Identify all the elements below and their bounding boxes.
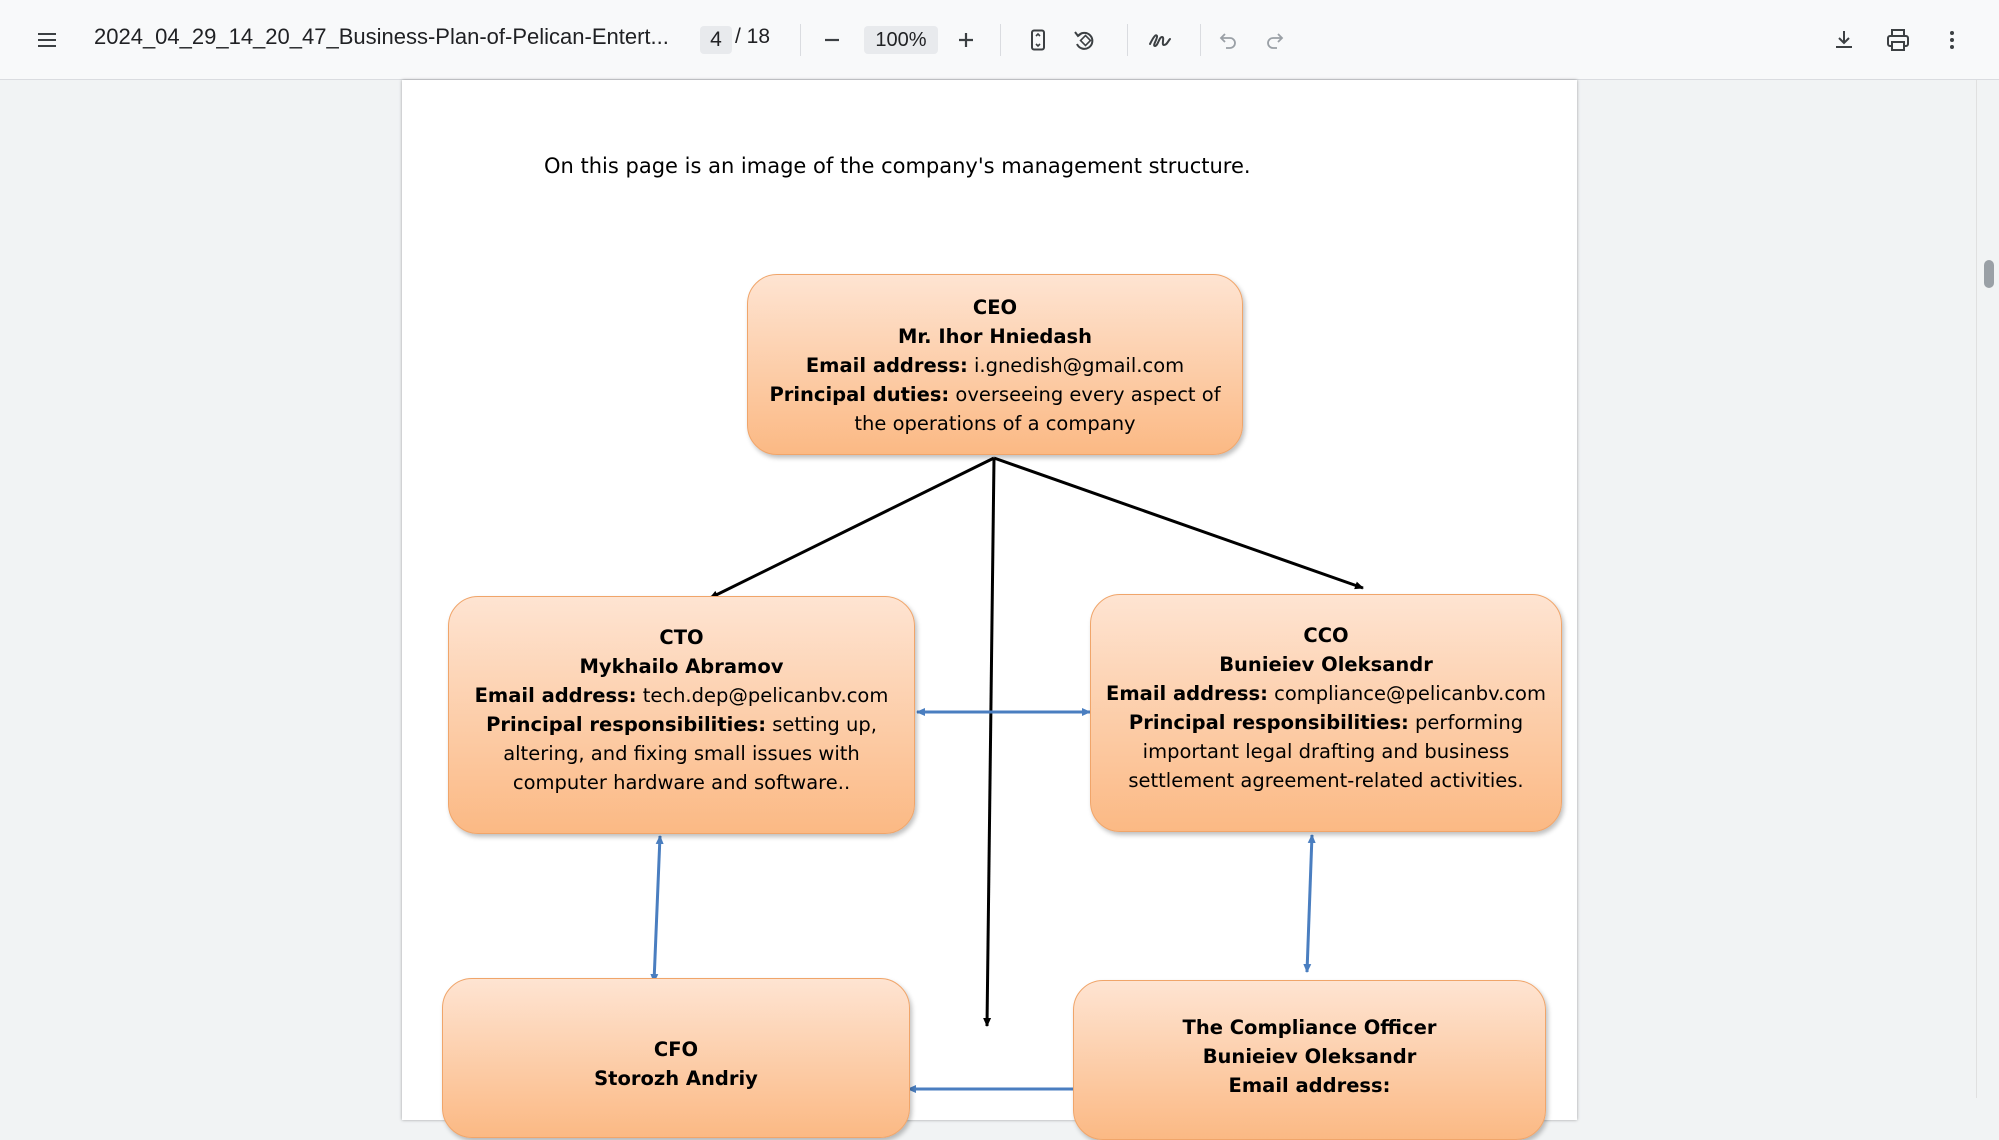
cco-email: compliance@pelicanbv.com <box>1267 682 1546 705</box>
pdf-page: On this page is an image of the company'… <box>402 80 1577 1140</box>
compliance-officer-name: Bunieiev Oleksandr <box>1202 1045 1417 1068</box>
ceo-duties: overseeing every aspect of the operation… <box>854 383 1221 435</box>
ceo-email: i.gnedish@gmail.com <box>967 354 1185 377</box>
ceo-down-arrow <box>983 457 996 1027</box>
toolbar-divider <box>1000 24 1001 56</box>
ceo-to-cco-arrow <box>993 456 1364 590</box>
cto-email: tech.dep@pelicanbv.com <box>636 684 889 707</box>
undo-icon[interactable] <box>1208 20 1248 60</box>
toolbar-divider <box>800 24 801 56</box>
cfo-name: Storozh Andriy <box>594 1067 758 1090</box>
cco-duties-line: Principal responsibilities: performing i… <box>1105 708 1547 795</box>
cfo-role: CFO <box>653 1038 699 1061</box>
ceo-email-label: Email address: <box>805 354 968 377</box>
cco-duties: performing important legal drafting and … <box>1128 711 1524 792</box>
ceo-role: CEO <box>972 296 1018 319</box>
zoom-out-icon[interactable] <box>812 20 852 60</box>
vertical-scrollbar[interactable] <box>1976 80 1999 1098</box>
cco-role: CCO <box>1303 624 1349 647</box>
cco-compliance-arrow <box>1303 834 1316 973</box>
cto-duties-line: Principal responsibilities: setting up, … <box>463 710 900 797</box>
cto-duties-label: Principal responsibilities: <box>486 713 766 736</box>
hamburger-menu-icon[interactable] <box>27 20 67 60</box>
cto-duties: setting up, altering, and fixing small i… <box>503 713 877 794</box>
cto-box: CTO Mykhailo Abramov Email address: tech… <box>448 596 915 834</box>
cco-box: CCO Bunieiev Oleksandr Email address: co… <box>1090 594 1562 832</box>
fit-page-icon[interactable] <box>1018 20 1058 60</box>
download-icon[interactable] <box>1824 20 1864 60</box>
total-pages-label: / 18 <box>735 25 771 48</box>
zoom-in-icon[interactable] <box>946 20 986 60</box>
cto-email-label: Email address: <box>474 684 637 707</box>
cco-name: Bunieiev Oleksandr <box>1219 653 1433 676</box>
page-intro-text: On this page is an image of the company'… <box>544 154 1251 178</box>
cfo-box: CFO Storozh Andriy <box>442 978 910 1138</box>
ceo-duties-line: Principal duties: overseeing every aspec… <box>762 380 1228 438</box>
pdf-toolbar: 2024_04_29_14_20_47_Business-Plan-of-Pel… <box>0 0 1999 80</box>
current-page-input[interactable]: 4 <box>700 26 732 54</box>
cco-duties-label: Principal responsibilities: <box>1128 711 1409 734</box>
toolbar-divider <box>1200 24 1201 56</box>
org-chart-connectors <box>650 456 1364 1093</box>
rotate-icon[interactable] <box>1065 20 1105 60</box>
compliance-officer-role: The Compliance Officer <box>1182 1016 1437 1039</box>
ceo-box: CEO Mr. Ihor Hniedash Email address: i.g… <box>747 274 1243 455</box>
compliance-officer-email-label: Email address: <box>1228 1074 1391 1097</box>
scrollbar-thumb[interactable] <box>1984 260 1994 288</box>
document-viewer[interactable]: On this page is an image of the company'… <box>0 80 1999 1140</box>
cto-cfo-arrow <box>650 835 664 983</box>
cto-name: Mykhailo Abramov <box>579 655 784 678</box>
toolbar-divider <box>1127 24 1128 56</box>
cto-email-line: Email address: tech.dep@pelicanbv.com <box>463 681 900 710</box>
redo-icon[interactable] <box>1255 20 1295 60</box>
ceo-email-line: Email address: i.gnedish@gmail.com <box>762 351 1228 380</box>
print-icon[interactable] <box>1878 20 1918 60</box>
document-title: 2024_04_29_14_20_47_Business-Plan-of-Pel… <box>94 24 669 49</box>
annotate-pen-icon[interactable] <box>1140 20 1180 60</box>
cco-email-label: Email address: <box>1106 682 1268 705</box>
compliance-officer-box: The Compliance Officer Bunieiev Oleksand… <box>1073 980 1546 1140</box>
ceo-name: Mr. Ihor Hniedash <box>897 325 1093 348</box>
zoom-level-input[interactable]: 100% <box>864 26 938 54</box>
cto-role: CTO <box>659 626 704 649</box>
ceo-duties-label: Principal duties: <box>769 383 950 406</box>
cco-email-line: Email address: compliance@pelicanbv.com <box>1105 679 1547 708</box>
more-options-icon[interactable] <box>1932 20 1972 60</box>
ceo-to-cto-arrow <box>709 456 995 600</box>
